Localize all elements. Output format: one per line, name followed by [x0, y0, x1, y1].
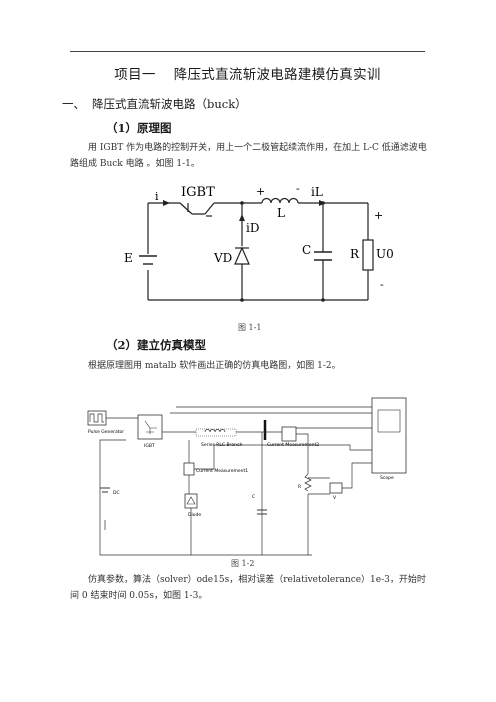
paragraph-intro: 用 IGBT 作为电路的控制开关，用上一个二极管起续流作用，在加上 L-C 低通…: [70, 143, 427, 169]
label-plus-l: +: [256, 185, 265, 198]
sim-cm2-label: Current Measurement2: [267, 442, 319, 448]
fig1-caption: 图 1-1: [238, 323, 262, 332]
sim-scope-label: Scope: [380, 475, 394, 481]
label-c: C: [302, 243, 311, 257]
subsection-schematic: （1）原理图: [106, 121, 172, 135]
page-title: 项目一 降压式直流斩波电路建模仿真实训: [70, 63, 425, 83]
header-rule: [70, 51, 425, 52]
section-number: 一、: [62, 97, 85, 111]
sim-cm1-label: Current Measurement1: [196, 468, 248, 474]
subsection-model: （2）建立仿真模型: [106, 338, 207, 352]
section-title: 降压式直流斩波电路（buck）: [92, 97, 247, 111]
section-heading: 一、降压式直流斩波电路（buck）: [62, 96, 247, 112]
label-u0: U0: [376, 247, 394, 261]
sim-igbt-label: IGBT: [144, 443, 155, 449]
label-minus-l: -: [296, 182, 300, 195]
sim-r-label: R: [298, 484, 301, 490]
label-il: iL: [311, 185, 323, 199]
label-minus-r: -: [380, 278, 384, 291]
label-r: R: [350, 247, 360, 261]
sim-diode-label: Diode: [188, 512, 201, 518]
label-e: E: [124, 251, 133, 265]
label-l: L: [277, 206, 285, 220]
label-id: iD: [246, 221, 259, 235]
label-igbt: IGBT: [181, 185, 215, 200]
paragraph-model: 根据原理图用 matalb 软件画出正确的仿真电路图，如图 1-2。: [88, 361, 341, 371]
title-project: 项目一: [114, 67, 156, 83]
title-text: 降压式直流斩波电路建模仿真实训: [173, 67, 381, 83]
paragraph-params: 仿真参数，算法（solver）ode15s，相对误差（relativetoler…: [70, 575, 426, 601]
fig2-caption: 图 1-2: [231, 559, 255, 568]
sim-c-label: C: [252, 494, 255, 500]
sim-rlc-label: Series RLC Branch: [201, 442, 242, 448]
sim-dc-label: DC: [113, 490, 120, 496]
label-vd: VD: [213, 251, 232, 265]
sim-v-label: V: [333, 495, 337, 501]
label-i: i: [155, 190, 159, 203]
label-plus-r: +: [374, 209, 383, 222]
sim-pulse-label: Pulse Generator: [88, 429, 124, 435]
